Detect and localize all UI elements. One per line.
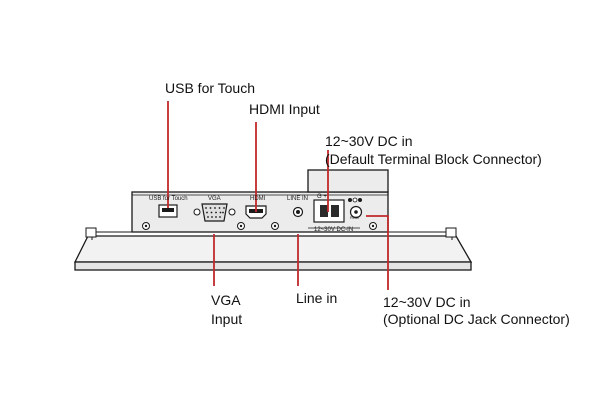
panel-text-line-in: LINE IN xyxy=(287,196,308,202)
panel-text-vga: VGA xyxy=(208,196,221,202)
label-usb-for-touch: USB for Touch xyxy=(165,80,256,96)
label-hdmi-input: HDMI Input xyxy=(249,101,320,117)
label-dc-jack-line1: 12~30V DC in xyxy=(383,294,471,310)
panel-text-hdmi: HDMI xyxy=(250,196,266,202)
leader-dc-jack xyxy=(366,215,389,290)
dc-jack xyxy=(348,197,363,219)
screw-mid-right xyxy=(271,222,279,230)
label-dc-terminal-line2: (Default Terminal Block Connector) xyxy=(325,151,542,167)
label-vga-line2: Input xyxy=(211,311,243,327)
panel-text-terminal: G + xyxy=(317,194,327,200)
label-dc-terminal-line1: 12~30V DC in xyxy=(325,133,413,149)
screw-mid-left xyxy=(237,222,245,230)
label-line-in: Line in xyxy=(296,290,338,306)
screw-left xyxy=(142,222,150,230)
panel-bezel xyxy=(73,227,473,271)
line-in-jack xyxy=(292,206,304,218)
screw-right xyxy=(369,222,377,230)
panel-text-voltage: 12~30V DC-IN xyxy=(314,227,353,233)
panel-text-jack: RGB xyxy=(350,215,359,220)
vga-port xyxy=(193,203,236,222)
label-vga-line1: VGA xyxy=(211,292,241,308)
panel-text-usb: USB for Touch xyxy=(149,196,188,202)
label-dc-jack-line2: (Optional DC Jack Connector) xyxy=(383,311,570,327)
